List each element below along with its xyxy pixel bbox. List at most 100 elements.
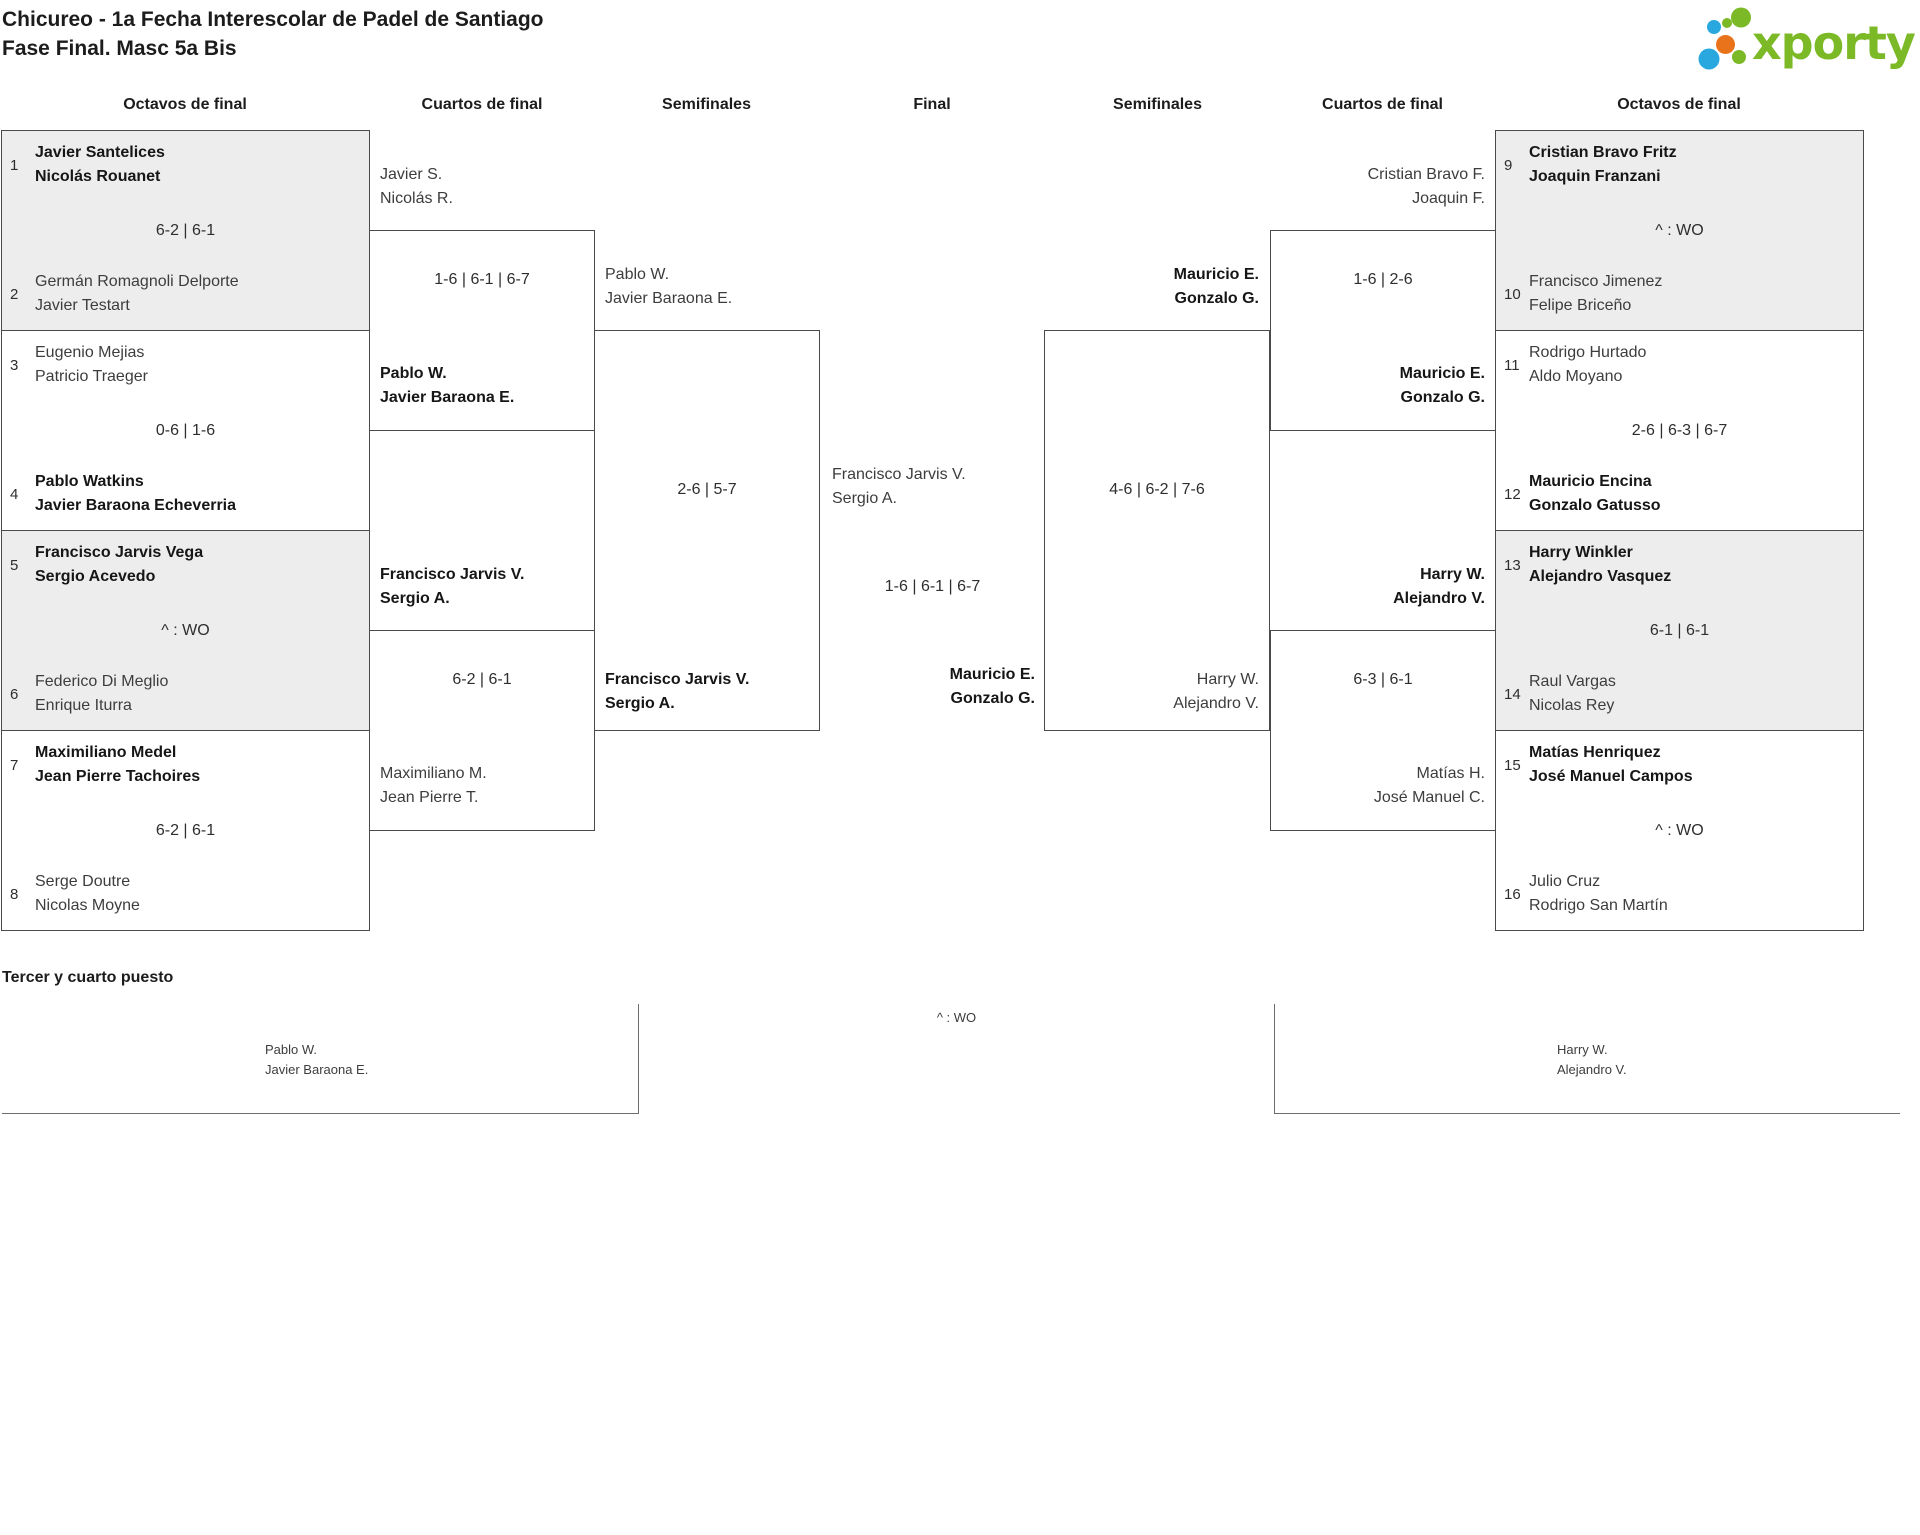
match-score: 1-6 | 2-6 bbox=[1353, 271, 1413, 288]
player-name: Alejandro V. bbox=[1173, 695, 1259, 712]
round-header-sf-left: Semifinales bbox=[662, 96, 751, 113]
player-name: Harry Winkler bbox=[1529, 544, 1633, 561]
player-name: Felipe Briceño bbox=[1529, 297, 1632, 314]
team-label: Pablo W.Javier Baraona E. bbox=[380, 362, 514, 410]
finalist-bottom: Mauricio E. Gonzalo G. bbox=[820, 663, 1035, 711]
player-name: Pablo Watkins bbox=[35, 473, 144, 490]
player-name: Pablo W. bbox=[265, 1042, 318, 1057]
third-place-score: ^ : WO bbox=[936, 1010, 977, 1025]
match-score: 6-2 | 6-1 bbox=[155, 221, 216, 239]
player-name: Pablo W. bbox=[605, 266, 670, 283]
player-name: Mauricio E. bbox=[949, 666, 1035, 683]
logo-dot-green-small bbox=[1722, 18, 1732, 28]
seed-number: 8 bbox=[10, 885, 19, 903]
player-name: Maximiliano M. bbox=[380, 765, 487, 782]
seed-number: 11 bbox=[1504, 356, 1520, 374]
match-box-qf-3: Cristian Bravo F.Joaquin F. 1-6 | 2-6 Ma… bbox=[1270, 166, 1496, 431]
round-header-r16-left: Octavos de final bbox=[123, 96, 247, 113]
page-title: Chicureo - 1a Fecha Interescolar de Pade… bbox=[2, 5, 544, 63]
player-name: Sergio A. bbox=[380, 590, 450, 607]
player-name: Julio Cruz bbox=[1529, 873, 1601, 890]
match-score: 1-6 | 6-1 | 6-7 bbox=[434, 271, 530, 288]
team-label: Mauricio E. Gonzalo G. bbox=[1174, 263, 1259, 311]
player-name: Gonzalo G. bbox=[950, 690, 1035, 707]
seed-number: 12 bbox=[1504, 485, 1521, 503]
third-place-team-left: Pablo W. Javier Baraona E. bbox=[265, 1040, 368, 1080]
round-header-r16-right: Octavos de final bbox=[1617, 96, 1741, 113]
third-place-line-right bbox=[1274, 1113, 1900, 1114]
logo-dot-blue-small bbox=[1707, 20, 1721, 34]
player-name: Germán Romagnoli Delporte bbox=[35, 273, 239, 290]
player-name: Sergio Acevedo bbox=[35, 568, 156, 585]
match-score: ^ : WO bbox=[1655, 821, 1704, 839]
seed-number: 13 bbox=[1504, 556, 1521, 574]
player-name: Javier Baraona E. bbox=[380, 389, 515, 406]
player-name: Alejandro V. bbox=[1557, 1062, 1627, 1077]
match-score: 4-6 | 6-2 | 7-6 bbox=[1109, 481, 1205, 498]
player-name: Alejandro V. bbox=[1393, 590, 1485, 607]
player-name: Francisco Jarvis V. bbox=[832, 466, 966, 483]
player-name: Patricio Traeger bbox=[35, 368, 148, 385]
third-place-team-right: Harry W. Alejandro V. bbox=[1557, 1040, 1627, 1080]
third-place-line-left bbox=[2, 1113, 639, 1114]
player-name: Mauricio E. bbox=[1173, 266, 1259, 283]
player-name: Javier Baraona E. bbox=[605, 290, 733, 307]
player-name: Nicolás Rouanet bbox=[35, 168, 161, 185]
match-score: 6-2 | 6-1 bbox=[452, 671, 512, 688]
seed-number: 2 bbox=[10, 285, 19, 303]
match-box-qf-1: Javier S.Nicolás R. 1-6 | 6-1 | 6-7 Pabl… bbox=[369, 166, 595, 431]
match-box-qf-2: Francisco Jarvis V.Sergio A. 6-2 | 6-1 M… bbox=[369, 566, 595, 831]
logo-dot-orange bbox=[1716, 35, 1735, 54]
player-name: Francisco Jimenez bbox=[1529, 273, 1663, 290]
player-name: Aldo Moyano bbox=[1529, 368, 1623, 385]
player-name: Javier Santelices bbox=[35, 144, 165, 161]
logo-dot-blue-large bbox=[1698, 48, 1720, 70]
team-label: Mauricio E.Gonzalo G. bbox=[1400, 362, 1485, 410]
seed-number: 3 bbox=[10, 356, 19, 374]
logo-dot-green-large bbox=[1731, 7, 1751, 28]
player-name: Joaquin F. bbox=[1412, 190, 1485, 207]
player-name: Rodrigo Hurtado bbox=[1529, 344, 1647, 361]
seed-number: 14 bbox=[1504, 685, 1521, 703]
match-box-sf-1: Pablo W.Javier Baraona E. 2-6 | 5-7 Fran… bbox=[594, 266, 820, 731]
player-name: Cristian Bravo Fritz bbox=[1529, 144, 1677, 161]
finalist-top: Francisco Jarvis V. Sergio A. bbox=[832, 463, 966, 511]
player-name: Mauricio Encina bbox=[1529, 473, 1652, 490]
player-name: Gonzalo G. bbox=[1174, 290, 1259, 307]
seed-number: 5 bbox=[10, 556, 19, 574]
tournament-name: Chicureo - 1a Fecha Interescolar de Pade… bbox=[2, 8, 544, 31]
match-score: 2-6 | 5-7 bbox=[677, 481, 737, 498]
match-score: 6-3 | 6-1 bbox=[1353, 671, 1413, 688]
logo-wordmark: xporty bbox=[1752, 16, 1916, 70]
team-label: Matías H.José Manuel C. bbox=[1374, 762, 1485, 810]
player-name: Javier Baraona E. bbox=[265, 1062, 369, 1077]
xporty-logo[interactable]: xporty bbox=[1688, 4, 1916, 70]
round-header-final: Final bbox=[913, 96, 951, 113]
match-box-sf-2: Mauricio E.Gonzalo G. 4-6 | 6-2 | 7-6 Ha… bbox=[1044, 266, 1270, 731]
match-score: 2-6 | 6-3 | 6-7 bbox=[1631, 421, 1728, 439]
player-name: José Manuel Campos bbox=[1529, 768, 1693, 785]
team-label: Harry W.Alejandro V. bbox=[1393, 563, 1485, 611]
player-name: Javier Testart bbox=[35, 297, 130, 314]
player-name: Gonzalo Gatusso bbox=[1529, 497, 1661, 514]
player-name: Federico Di Meglio bbox=[35, 673, 169, 690]
match-box-qf-4: Harry W.Alejandro V. 6-3 | 6-1 Matías H.… bbox=[1270, 566, 1496, 831]
match-score: 6-2 | 6-1 bbox=[155, 821, 216, 839]
match-score: ^ : WO bbox=[161, 621, 210, 639]
